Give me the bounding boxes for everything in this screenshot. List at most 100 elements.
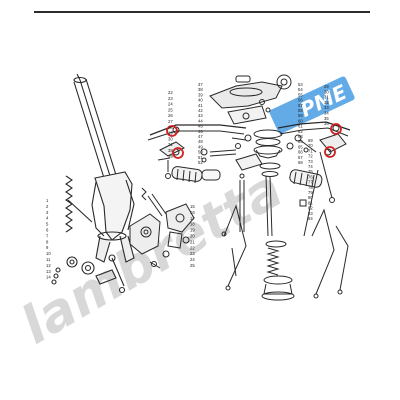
callout-number: 72 <box>308 154 313 159</box>
callout-number: 79 <box>308 190 313 195</box>
callout-number: 13 <box>46 269 51 274</box>
callout-number: 50 <box>198 150 203 155</box>
callout-number: 3 <box>46 210 49 215</box>
callout-number: 37 <box>198 82 203 87</box>
callout-number: 24 <box>168 102 173 107</box>
callout-number: 51 <box>198 155 203 160</box>
callout-number: 25 <box>190 263 195 268</box>
callout-number: 76 <box>308 174 313 179</box>
callout-number: 19 <box>190 228 195 233</box>
callout-number: 1 <box>46 198 49 203</box>
callout-number: 6 <box>46 228 49 233</box>
left-lever-pivot-upper <box>166 125 178 137</box>
callout-number: 23 <box>190 251 195 256</box>
callout-number: 26 <box>168 113 173 118</box>
callout-number: 45 <box>198 124 203 129</box>
callout-number: 30 <box>324 89 329 94</box>
callout-number: 44 <box>198 118 203 123</box>
callout-number: 75 <box>308 169 313 174</box>
callout-number: 18 <box>190 222 195 227</box>
callout-number: 82 <box>308 206 313 211</box>
callout-number: 4 <box>46 216 49 221</box>
callout-number: 41 <box>198 103 203 108</box>
callout-number: 70 <box>308 143 313 148</box>
right-lever-pivot-lower <box>324 146 336 158</box>
callout-number: 46 <box>198 129 203 134</box>
callout-number: 65 <box>298 144 303 149</box>
callout-number: 11 <box>46 257 51 262</box>
callout-number: 48 <box>198 139 203 144</box>
callout-number: 36 <box>324 121 329 126</box>
callout-number: 2 <box>46 204 49 209</box>
callout-number: 77 <box>308 180 313 185</box>
callout-number: 71 <box>308 148 313 153</box>
callout-number: 20 <box>190 234 195 239</box>
callout-number: 62 <box>298 129 303 134</box>
callout-numbers: 1234567891011121314151617181920212223242… <box>46 82 329 280</box>
callout-number: 83 <box>308 211 313 216</box>
callout-number: 81 <box>308 200 313 205</box>
callout-number: 16 <box>190 210 195 215</box>
callout-number: 54 <box>298 87 303 92</box>
callout-number: 42 <box>198 108 203 113</box>
callout-number: 28 <box>168 125 173 130</box>
callout-number: 78 <box>308 185 313 190</box>
callout-number: 35 <box>324 116 329 121</box>
callout-number: 27 <box>168 119 173 124</box>
callout-number: 58 <box>298 108 303 113</box>
callout-number: 38 <box>198 87 203 92</box>
watermark: lambretta <box>12 159 293 356</box>
callout-number: 21 <box>190 239 195 244</box>
callout-number: 34 <box>324 111 329 116</box>
callout-number: 52 <box>198 160 203 165</box>
callout-number: 73 <box>308 159 313 164</box>
callout-number: 12 <box>46 263 51 268</box>
callout-number: 80 <box>308 195 313 200</box>
callout-number: 39 <box>168 154 173 159</box>
left-lever-pivot-lower <box>172 147 184 159</box>
left-grip <box>171 166 203 184</box>
callout-number: 14 <box>46 275 51 280</box>
callout-number: 33 <box>324 105 329 110</box>
callout-number: 29 <box>324 84 329 89</box>
steering-column <box>51 73 135 294</box>
callout-number: 10 <box>46 251 51 256</box>
callout-number: 22 <box>168 90 173 95</box>
callout-number: 64 <box>298 139 303 144</box>
callout-number: 24 <box>190 257 195 262</box>
callout-number: 31 <box>324 95 329 100</box>
right-lever-assembly <box>277 121 351 207</box>
right-lever-pivot-upper <box>330 123 342 135</box>
callout-number: 63 <box>298 134 303 139</box>
callout-number: 59 <box>298 113 303 118</box>
callout-number: 39 <box>198 92 203 97</box>
callout-number: 31 <box>168 142 173 147</box>
top-rule <box>34 11 370 13</box>
callout-number: 69 <box>308 138 313 143</box>
callout-number: 23 <box>168 96 173 101</box>
callout-number: 66 <box>298 150 303 155</box>
callout-number: 84 <box>308 216 313 221</box>
watermark-text: lambretta <box>12 159 293 356</box>
highlights <box>166 123 342 159</box>
callout-number: 56 <box>298 98 303 103</box>
right-grip <box>289 169 323 188</box>
callout-number: 17 <box>190 216 195 221</box>
callout-number: 55 <box>298 92 303 97</box>
callout-number: 68 <box>298 160 303 165</box>
callout-number: 67 <box>298 155 303 160</box>
callout-number: 5 <box>46 222 49 227</box>
callout-number: 43 <box>198 113 203 118</box>
fork-spring <box>65 175 73 233</box>
callout-number: 7 <box>46 233 49 238</box>
callout-number: 22 <box>190 245 195 250</box>
callout-number: 32 <box>324 100 329 105</box>
callout-number: 29 <box>168 131 173 136</box>
callout-number: 60 <box>298 118 303 123</box>
callout-number: 15 <box>190 204 195 209</box>
callout-number: 49 <box>198 144 203 149</box>
callout-number: 61 <box>298 124 303 129</box>
callout-number: 9 <box>46 245 49 250</box>
callout-number: 25 <box>168 107 173 112</box>
